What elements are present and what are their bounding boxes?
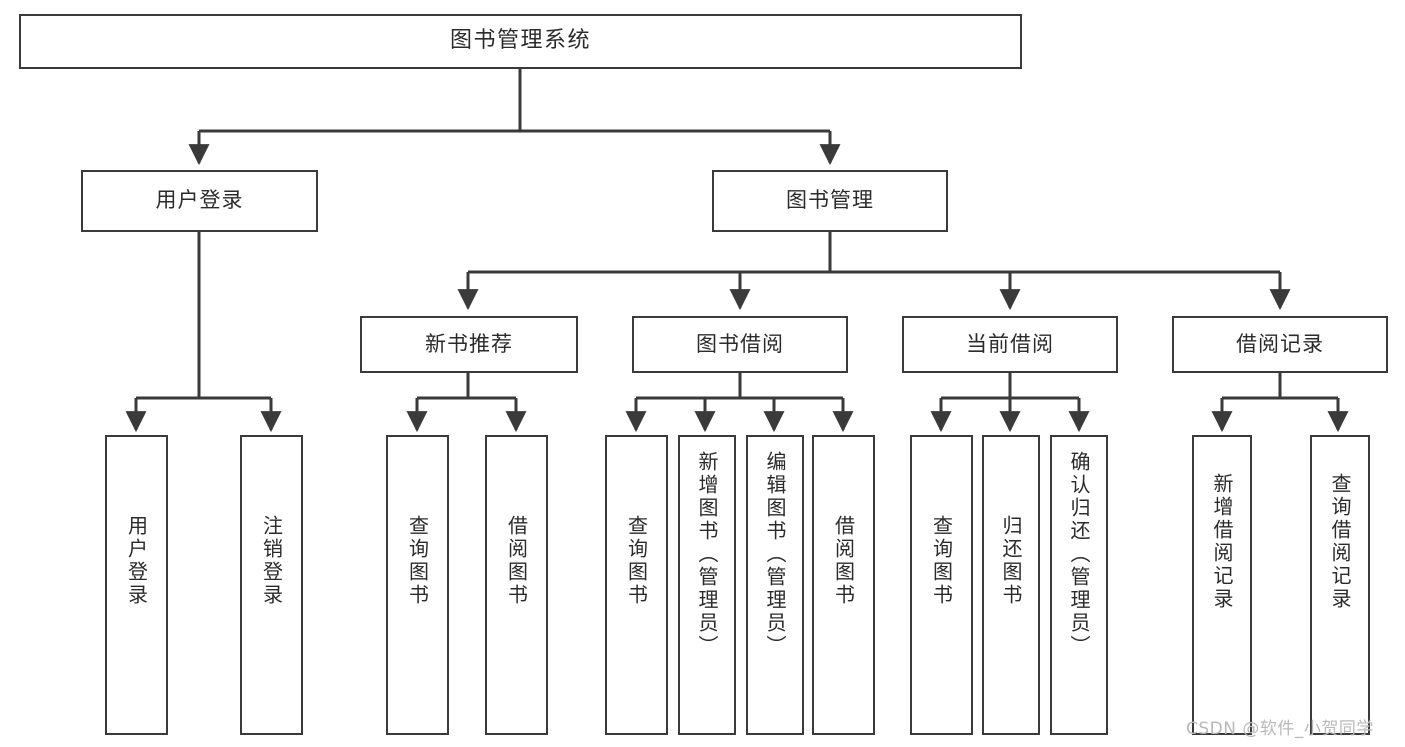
leaf-new-book-query[interactable]: 查询图书 [386, 435, 449, 735]
node-label: 查询图书 [624, 515, 649, 607]
node-label: 新书推荐 [425, 331, 513, 356]
leaf-borrow-record-add[interactable]: 新增借阅记录 [1192, 435, 1252, 735]
leaf-book-borrow-lend[interactable]: 借阅图书 [812, 435, 875, 735]
node-label: 借阅图书 [831, 515, 856, 607]
node-label: 图书管理 [786, 188, 874, 213]
node-user-login[interactable]: 用户登录 [81, 170, 318, 232]
node-label: 新增图书（管理员） [695, 451, 719, 658]
node-label: 图书借阅 [696, 331, 784, 356]
node-label: 查询图书 [929, 515, 954, 607]
node-new-book-recommend[interactable]: 新书推荐 [360, 316, 578, 373]
node-current-borrow[interactable]: 当前借阅 [902, 316, 1118, 373]
node-label: 新增借阅记录 [1210, 473, 1234, 611]
csdn-watermark: CSDN @软件_小贺同学 [1186, 719, 1374, 739]
node-label: 归还图书 [999, 515, 1023, 607]
node-book-management[interactable]: 图书管理 [712, 170, 948, 232]
leaf-book-borrow-edit[interactable]: 编辑图书（管理员） [746, 435, 804, 735]
node-label: 借阅记录 [1236, 331, 1324, 356]
node-label: 确认归还（管理员） [1067, 451, 1091, 658]
leaf-current-borrow-query[interactable]: 查询图书 [910, 435, 973, 735]
node-label: 用户登录 [155, 188, 244, 213]
leaf-book-borrow-query[interactable]: 查询图书 [605, 435, 668, 735]
leaf-user-login-signin[interactable]: 用户登录 [105, 435, 168, 735]
node-book-borrow[interactable]: 图书借阅 [632, 316, 848, 373]
node-borrow-record[interactable]: 借阅记录 [1172, 316, 1388, 373]
leaf-book-borrow-add[interactable]: 新增图书（管理员） [678, 435, 736, 735]
node-label: 借阅图书 [504, 515, 529, 607]
node-label: 当前借阅 [966, 331, 1054, 356]
node-label: 查询图书 [405, 515, 430, 607]
node-label: 编辑图书（管理员） [763, 451, 787, 658]
leaf-borrow-record-query[interactable]: 查询借阅记录 [1310, 435, 1370, 735]
node-label: 用户登录 [124, 515, 149, 607]
node-root-system[interactable]: 图书管理系统 [19, 14, 1022, 69]
leaf-user-login-signout[interactable]: 注销登录 [240, 435, 303, 735]
leaf-current-borrow-return[interactable]: 归还图书 [982, 435, 1040, 735]
leaf-new-book-borrow[interactable]: 借阅图书 [485, 435, 548, 735]
leaf-current-borrow-confirm[interactable]: 确认归还（管理员） [1050, 435, 1108, 735]
node-label: 图书管理系统 [449, 28, 591, 54]
node-label: 查询借阅记录 [1328, 473, 1352, 611]
node-label: 注销登录 [259, 515, 284, 607]
